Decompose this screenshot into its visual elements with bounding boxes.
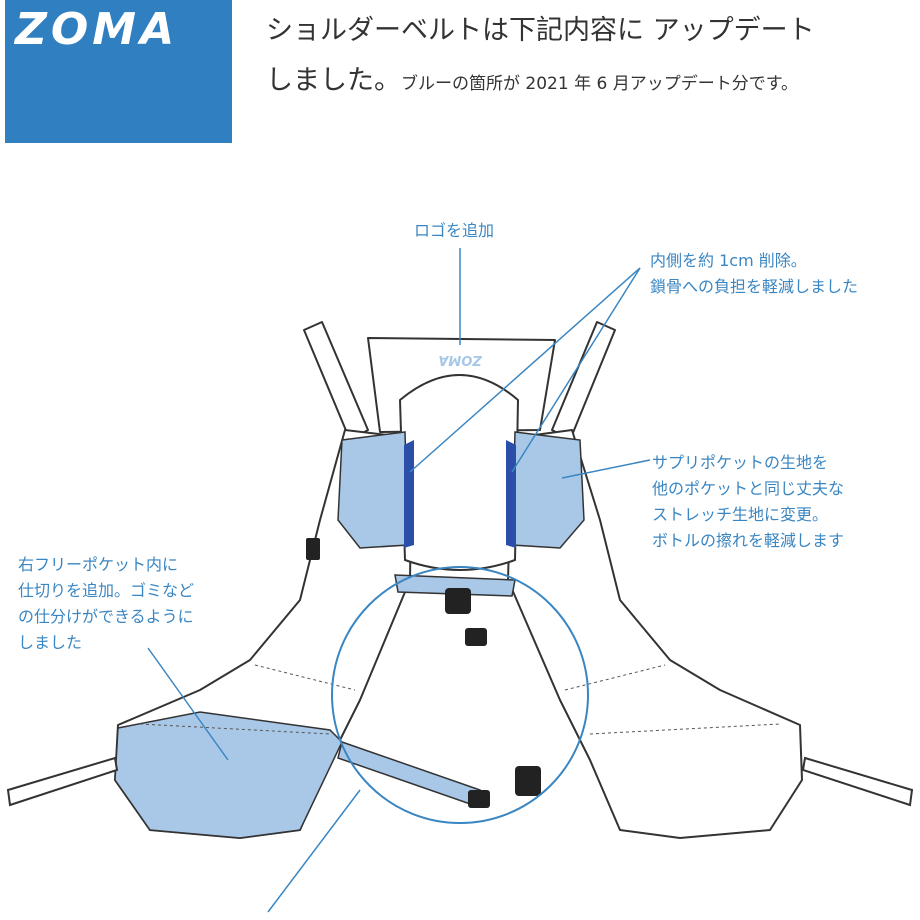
left-upper-strap — [303, 321, 369, 441]
right-upper-strap — [551, 321, 616, 441]
right-inner-trim — [506, 440, 516, 548]
upper-buckle-male — [465, 628, 487, 646]
brand-logo-text: ZOMA — [15, 4, 179, 55]
lower-buckle-female — [515, 766, 541, 796]
callout-right-pocket-line-3: の仕分けができるように — [18, 607, 194, 626]
callout-supple-pocket: サプリポケットの生地を 他のポケットと同じ丈夫な ストレッチ生地に変更。 ボトル… — [652, 450, 844, 554]
headline-line-2: しました。ブルーの箇所が 2021 年 6 月アップデート分です。 — [266, 56, 815, 109]
callout-logo: ロゴを追加 — [414, 221, 495, 240]
side-buckle — [306, 538, 320, 560]
lower-buckle-male — [468, 790, 490, 808]
neck-opening — [399, 374, 519, 571]
upper-chest-strap — [394, 574, 516, 597]
headline-line-2-note: ブルーの箇所が 2021 年 6 月アップデート分です。 — [401, 74, 798, 94]
callout-supple-line-2: 他のポケットと同じ丈夫な — [652, 479, 845, 498]
callout-right-pocket-line-2: 仕切りを追加。ゴミなど — [18, 581, 195, 600]
vest-logo-text: ZOMA — [438, 352, 482, 367]
callout-right-free-pocket: 右フリーポケット内に 仕切りを追加。ゴミなど の仕分けができるように しました — [18, 552, 194, 656]
right-free-pocket — [114, 711, 343, 839]
left-inner-trim — [404, 440, 414, 548]
callout-supple-line-1: サプリポケットの生地を — [652, 453, 829, 472]
callout-supple-line-3: ストレッチ生地に変更。 — [652, 505, 829, 524]
right-supple-pocket — [511, 431, 585, 549]
callout-supple-line-4: ボトルの擦れを軽減します — [652, 531, 845, 550]
brand-logo-box: ZOMA — [5, 0, 232, 143]
callout-right-pocket-line-4: しました — [18, 633, 83, 652]
headline-line-1: ショルダーベルトは下記内容に アップデート — [266, 15, 815, 46]
left-supple-pocket — [337, 431, 409, 549]
headline-line-2-main: しました。 — [266, 65, 401, 96]
headline: ショルダーベルトは下記内容に アップデート しました。ブルーの箇所が 2021 … — [266, 6, 815, 109]
callout-inner-cut-line-1: 内側を約 1cm 削除。 — [650, 251, 807, 270]
callout-inner-cut: 内側を約 1cm 削除。 鎖骨への負担を軽減しました — [650, 248, 858, 300]
chest-strap-focus-circle — [331, 566, 589, 824]
upper-buckle-female — [445, 588, 471, 614]
callout-right-pocket-line-1: 右フリーポケット内に — [18, 555, 179, 574]
callout-inner-cut-line-2: 鎖骨への負担を軽減しました — [650, 277, 859, 296]
